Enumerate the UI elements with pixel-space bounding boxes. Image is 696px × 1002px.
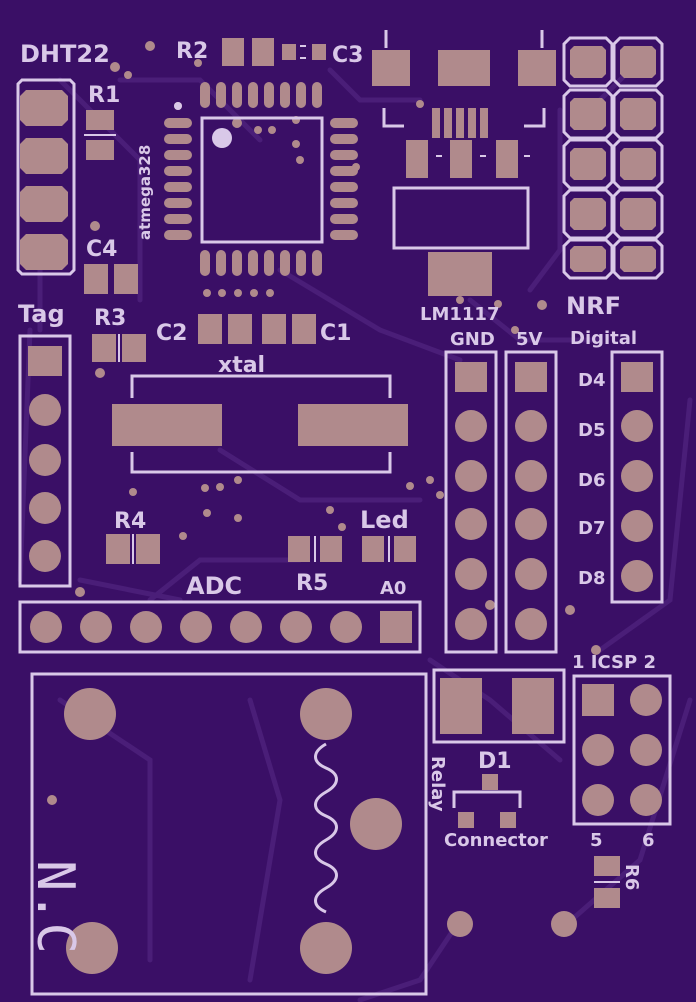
resistor-r2: R2 bbox=[176, 38, 274, 66]
label-c1: C1 bbox=[320, 321, 351, 346]
label-a0: A0 bbox=[380, 578, 406, 599]
label-relay: Relay bbox=[427, 756, 448, 812]
capacitor-c3: C3 bbox=[282, 43, 363, 68]
5v-header: 5V bbox=[504, 329, 558, 654]
resistor-r5: R5 bbox=[288, 536, 342, 596]
voltage-regulator-lm1117: LM1117 bbox=[372, 30, 556, 325]
label-d5: D5 bbox=[578, 420, 605, 441]
resistor-r6: R6 bbox=[594, 856, 642, 908]
label-d6: D6 bbox=[578, 470, 605, 491]
label-pin6: 6 bbox=[642, 830, 655, 851]
label-r3: R3 bbox=[94, 306, 126, 331]
dht22-header: DHT22 bbox=[16, 40, 110, 276]
adc-header: ADC A0 bbox=[18, 572, 422, 654]
label-c2: C2 bbox=[156, 321, 187, 346]
relay: N.C bbox=[25, 672, 428, 996]
capacitor-c2: C2 bbox=[156, 314, 252, 346]
label-pin5: 5 bbox=[590, 830, 603, 851]
gnd-header: GND bbox=[444, 329, 498, 654]
label-d8: D8 bbox=[578, 568, 605, 589]
label-r5: R5 bbox=[296, 571, 328, 596]
label-c3: C3 bbox=[332, 43, 363, 68]
icsp-header: 1 ICSP 2 5 6 bbox=[572, 652, 672, 851]
label-tag: Tag bbox=[18, 300, 65, 328]
label-digital: Digital bbox=[570, 328, 637, 349]
label-xtal: xtal bbox=[218, 353, 265, 378]
capacitor-c4: C4 bbox=[84, 237, 138, 294]
relay-connector: Relay Connector bbox=[427, 668, 566, 851]
chip-atmega328: atmega328 bbox=[136, 82, 358, 276]
label-led: Led bbox=[360, 506, 409, 534]
copper-traces bbox=[17, 57, 693, 1002]
label-r6: R6 bbox=[621, 864, 642, 890]
label-d7: D7 bbox=[578, 518, 605, 539]
label-r4: R4 bbox=[114, 509, 146, 534]
tag-header: Tag bbox=[18, 300, 72, 588]
label-atmega328: atmega328 bbox=[136, 145, 154, 240]
label-c4: C4 bbox=[86, 237, 117, 262]
resistor-r4: R4 bbox=[106, 509, 160, 564]
resistor-r1: R1 bbox=[84, 83, 120, 160]
label-icsp: 1 ICSP 2 bbox=[572, 652, 656, 673]
label-gnd: GND bbox=[450, 329, 495, 350]
label-dht22: DHT22 bbox=[20, 40, 110, 68]
label-adc: ADC bbox=[186, 572, 242, 600]
capacitor-c1: C1 bbox=[262, 314, 351, 346]
label-nrf: NRF bbox=[566, 292, 621, 320]
label-d4: D4 bbox=[578, 370, 605, 391]
resistor-r3: R3 bbox=[92, 306, 146, 362]
label-r2: R2 bbox=[176, 39, 208, 64]
label-connector: Connector bbox=[444, 830, 548, 851]
diode-d1: D1 bbox=[452, 749, 522, 828]
mounting-pads bbox=[447, 911, 577, 937]
label-r1: R1 bbox=[88, 83, 120, 108]
digital-header: Digital D4 D5 D6 D7 D8 bbox=[570, 328, 664, 604]
label-nc: N.C bbox=[25, 860, 85, 954]
label-5v: 5V bbox=[516, 329, 543, 350]
label-lm1117: LM1117 bbox=[420, 304, 499, 325]
label-d1: D1 bbox=[478, 749, 512, 774]
led: Led bbox=[360, 506, 416, 562]
crystal-xtal: xtal bbox=[112, 353, 408, 474]
nrf-header: NRF bbox=[562, 36, 664, 320]
